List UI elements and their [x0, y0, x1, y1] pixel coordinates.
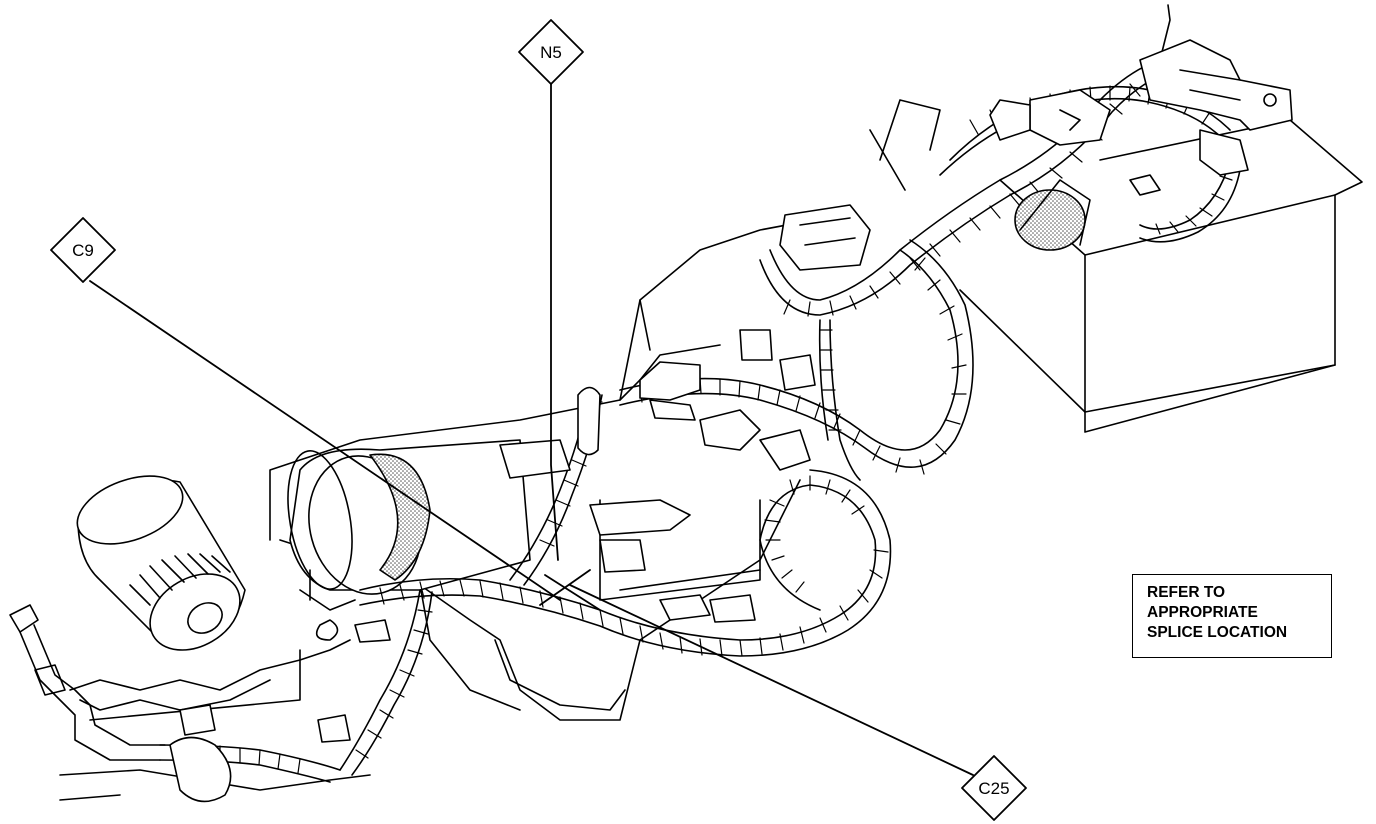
c9-leader-line — [89, 280, 561, 601]
battery — [959, 119, 1363, 433]
oil-filter — [76, 475, 246, 651]
top-connectors — [989, 39, 1293, 196]
oil-pan — [59, 639, 371, 801]
oxygen-sensor — [9, 604, 166, 761]
starter-motor — [287, 439, 531, 641]
note-line-3: SPLICE LOCATION — [1147, 624, 1288, 641]
note-line-2: APPROPRIATE — [1147, 604, 1258, 621]
callout-leaders — [89, 83, 974, 776]
splice-location-note: REFER TO APPROPRIATE SPLICE LOCATION — [1132, 574, 1332, 658]
n5-leader-line — [550, 83, 559, 561]
callout-c9 — [50, 217, 116, 283]
note-line-1: REFER TO — [1147, 584, 1226, 601]
callout-c25 — [961, 755, 1027, 821]
center-connectors — [169, 386, 756, 803]
shaded-component — [1014, 179, 1091, 251]
upper-connectors — [639, 204, 871, 471]
callout-n5-label: N5 — [540, 43, 562, 62]
callout-n5 — [518, 19, 584, 85]
callout-c25-label: C25 — [978, 779, 1009, 798]
c25-leader-line — [569, 584, 974, 776]
main-harness — [159, 4, 1241, 783]
callout-c9-label: C9 — [72, 241, 94, 260]
